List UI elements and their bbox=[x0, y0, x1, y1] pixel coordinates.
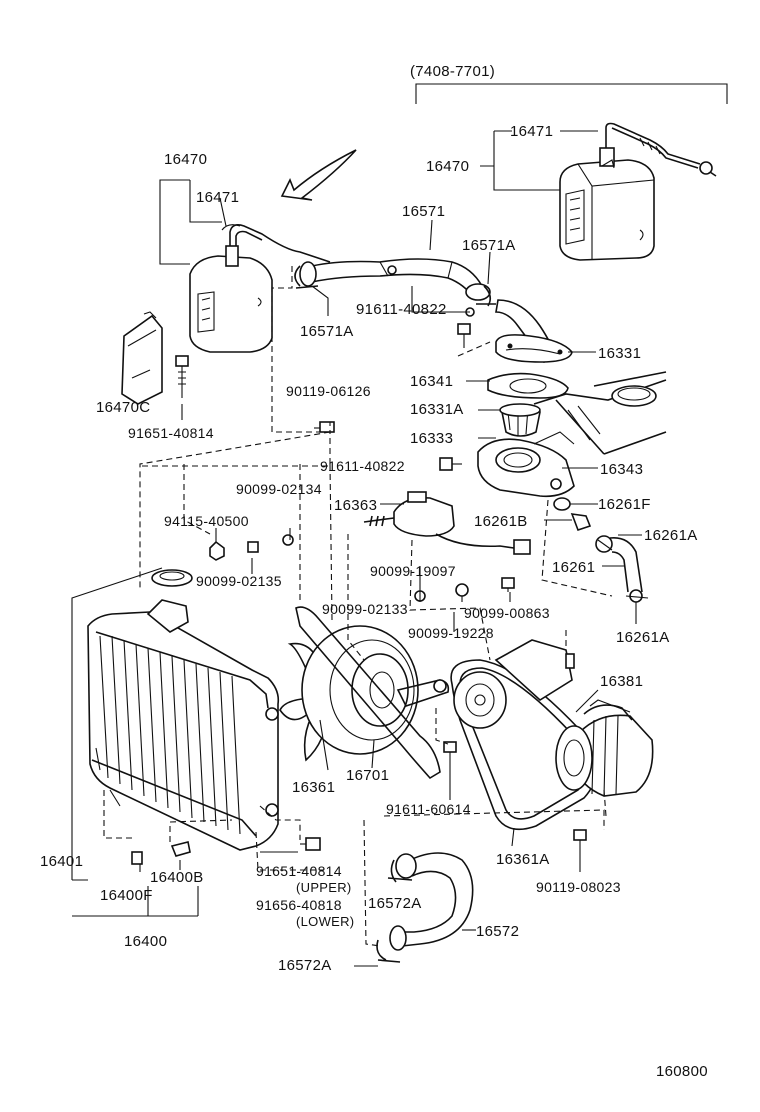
part-16572A-a: 16572A bbox=[368, 895, 422, 912]
fan-pulley bbox=[295, 606, 450, 780]
diagram-reference-number: 160800 bbox=[656, 1063, 708, 1080]
part-16470-left: 16470 bbox=[164, 151, 208, 168]
part-90119-08023: 90119-08023 bbox=[536, 879, 621, 895]
part-16261F: 16261F bbox=[598, 496, 651, 513]
part-16341: 16341 bbox=[410, 373, 454, 390]
reserve-tank-variant bbox=[559, 122, 717, 261]
part-90119-06126: 90119-06126 bbox=[286, 383, 371, 399]
thermostat-housing bbox=[477, 431, 575, 498]
part-16331A: 16331A bbox=[410, 401, 464, 418]
upper-note: (UPPER) bbox=[296, 880, 352, 895]
part-16400B: 16400B bbox=[150, 869, 204, 886]
thermostat bbox=[499, 403, 541, 437]
radiator bbox=[87, 569, 280, 851]
part-16400: 16400 bbox=[124, 933, 168, 950]
part-90099-19228: 90099-19228 bbox=[408, 625, 494, 641]
gasket bbox=[487, 372, 569, 399]
part-91611-40822-b: 91611-40822 bbox=[320, 458, 405, 474]
part-16571A-right: 16571A bbox=[462, 237, 516, 254]
part-16701: 16701 bbox=[346, 767, 390, 784]
part-16470C: 16470C bbox=[96, 399, 151, 416]
part-91611-40822-a: 91611-40822 bbox=[356, 301, 447, 318]
part-91651-40814-b: 91651-40814 bbox=[256, 863, 342, 879]
part-16471-top: 16471 bbox=[510, 123, 554, 140]
engine-head bbox=[533, 371, 667, 455]
part-16400F: 16400F bbox=[100, 887, 153, 904]
part-16401: 16401 bbox=[40, 853, 84, 870]
guide-lines bbox=[103, 266, 613, 947]
water-outlet bbox=[495, 299, 573, 363]
bypass-hose bbox=[595, 535, 649, 603]
part-16261A-b: 16261A bbox=[616, 629, 670, 646]
part-90099-02135: 90099-02135 bbox=[196, 573, 282, 589]
part-16261A-a: 16261A bbox=[644, 527, 698, 544]
part-90099-19097: 90099-19097 bbox=[370, 563, 456, 579]
thermo-switch bbox=[363, 491, 531, 555]
part-16572: 16572 bbox=[476, 923, 520, 940]
water-pump bbox=[453, 639, 575, 729]
part-90099-00863: 90099-00863 bbox=[464, 605, 550, 621]
part-16261: 16261 bbox=[552, 559, 596, 576]
part-16572A-b: 16572A bbox=[278, 957, 332, 974]
part-16343: 16343 bbox=[600, 461, 644, 478]
part-16381: 16381 bbox=[600, 673, 644, 690]
part-16261B: 16261B bbox=[474, 513, 528, 530]
part-91651-40814-a: 91651-40814 bbox=[128, 425, 214, 441]
upper-hose bbox=[294, 258, 496, 307]
reserve-tank bbox=[189, 224, 331, 353]
lower-note: (LOWER) bbox=[296, 914, 355, 929]
part-90099-02133: 90099-02133 bbox=[322, 601, 408, 617]
part-16471-left: 16471 bbox=[196, 189, 240, 206]
part-16361A: 16361A bbox=[496, 851, 550, 868]
part-16361: 16361 bbox=[292, 779, 336, 796]
variant-range-label: (7408-7701) bbox=[410, 63, 496, 80]
part-16571: 16571 bbox=[402, 203, 446, 220]
part-16571A-left: 16571A bbox=[300, 323, 354, 340]
part-94115-40500: 94115-40500 bbox=[164, 513, 249, 529]
part-16333: 16333 bbox=[410, 430, 454, 447]
part-91656-40818: 91656-40818 bbox=[256, 897, 342, 913]
tank-bracket bbox=[121, 311, 163, 405]
part-16331: 16331 bbox=[598, 345, 642, 362]
part-90099-02134: 90099-02134 bbox=[236, 481, 322, 497]
part-91611-60614: 91611-60614 bbox=[386, 801, 471, 817]
lower-hose bbox=[376, 852, 474, 963]
variant-bracket bbox=[415, 83, 728, 104]
alternator bbox=[555, 699, 654, 797]
part-16363: 16363 bbox=[334, 497, 378, 514]
part-16470-top: 16470 bbox=[426, 158, 470, 175]
